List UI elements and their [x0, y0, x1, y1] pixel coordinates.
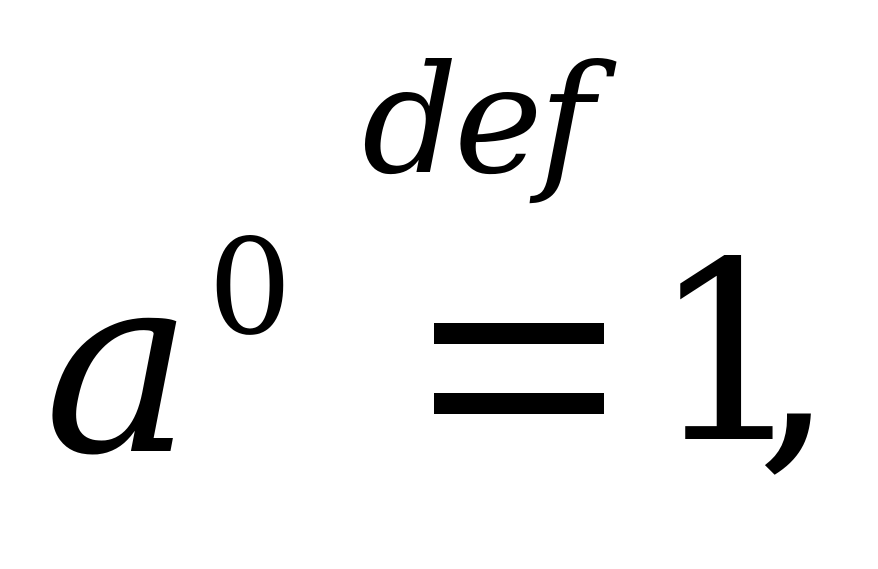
- formula-exponent: 0: [208, 211, 292, 365]
- formula-base-variable: a: [44, 219, 194, 510]
- formula-trailing-comma: ,: [756, 212, 835, 500]
- formula-overset-def-label: def: [362, 34, 594, 208]
- formula-right-hand-side: 1: [650, 210, 808, 498]
- equals-sign-bottom-bar: [434, 393, 604, 414]
- equals-sign-top-bar: [434, 323, 604, 344]
